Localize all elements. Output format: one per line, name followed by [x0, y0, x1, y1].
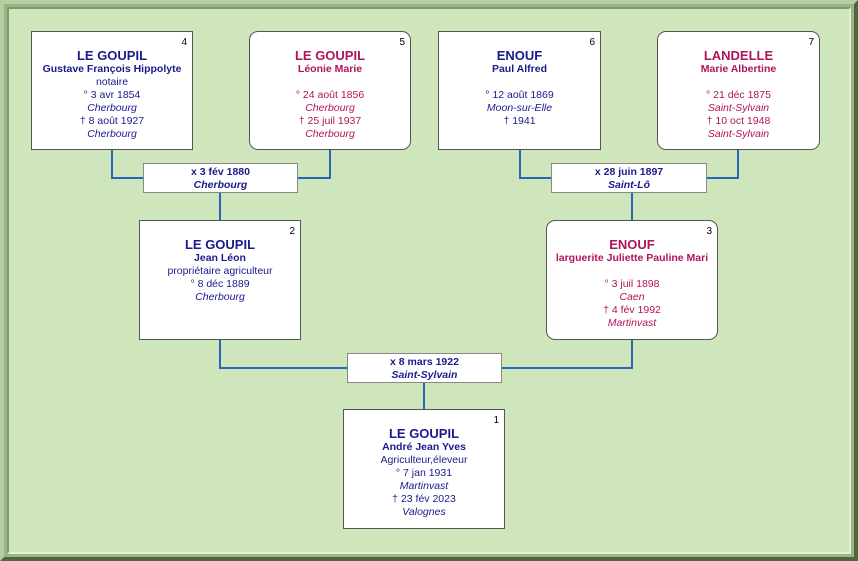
marriage-box[interactable]: x 3 fév 1880 Cherbourg — [143, 163, 298, 193]
birth-place: Cherbourg — [305, 102, 355, 114]
birth-date: ° 3 avr 1854 — [83, 89, 141, 101]
given-names: Léonie Marie — [297, 63, 363, 75]
spacer — [439, 76, 600, 89]
occupation: notaire — [95, 76, 129, 88]
sosa-number: 2 — [289, 226, 295, 237]
person-card-5[interactable]: 5 LE GOUPIL Léonie Marie ° 24 août 1856 … — [249, 31, 411, 150]
surname: LANDELLE — [703, 48, 774, 63]
person-card-6[interactable]: 6 ENOUF Paul Alfred ° 12 août 1869 Moon-… — [438, 31, 601, 150]
death-date: † 10 oct 1948 — [706, 115, 771, 127]
link-line — [111, 150, 143, 179]
link-line — [502, 340, 633, 369]
birth-place: Saint-Sylvain — [707, 102, 770, 114]
surname: LE GOUPIL — [388, 426, 460, 441]
birth-date: ° 24 août 1856 — [295, 89, 365, 101]
marriage-place: Saint-Lô — [608, 179, 650, 191]
surname: LE GOUPIL — [294, 48, 366, 63]
death-date: † 8 août 1927 — [79, 115, 145, 127]
given-names: Gustave François Hippolyte — [42, 63, 182, 75]
spacer — [547, 265, 717, 278]
birth-place: Cherbourg — [195, 291, 245, 303]
death-place: Cherbourg — [305, 128, 355, 140]
surname: LE GOUPIL — [184, 237, 256, 252]
person-card-2[interactable]: 2 LE GOUPIL Jean Léon propriétaire agric… — [139, 220, 301, 340]
occupation: Agriculteur,éleveur — [380, 454, 468, 466]
given-names: Jean Léon — [194, 252, 246, 264]
surname: ENOUF — [496, 48, 543, 63]
given-names: André Jean Yves — [382, 441, 466, 453]
surname: ENOUF — [609, 237, 655, 252]
birth-date: ° 7 jan 1931 — [395, 467, 453, 479]
birth-date: ° 21 déc 1875 — [706, 89, 771, 101]
birth-date: ° 8 déc 1889 — [190, 278, 250, 290]
sosa-number: 1 — [493, 415, 499, 426]
given-names: Paul Alfred — [491, 63, 548, 75]
death-date: † 4 fév 1992 — [603, 304, 661, 316]
person-card-3[interactable]: 3 ENOUF larguerite Juliette Pauline Mari… — [546, 220, 718, 340]
link-line — [707, 150, 739, 179]
sosa-number: 5 — [399, 37, 405, 48]
spacer — [658, 76, 819, 89]
death-date: † 1941 — [503, 115, 536, 127]
marriage-place: Cherbourg — [193, 179, 248, 191]
given-names: Marie Albertine — [700, 63, 777, 75]
person-card-7[interactable]: 7 LANDELLE Marie Albertine ° 21 déc 1875… — [657, 31, 820, 150]
birth-place: Cherbourg — [87, 102, 137, 114]
marriage-date: x 3 fév 1880 — [191, 166, 250, 178]
birth-date: ° 12 août 1869 — [485, 89, 554, 101]
death-place: Valognes — [402, 506, 446, 518]
marriage-date: x 8 mars 1922 — [390, 356, 459, 368]
death-date: † 23 fév 2023 — [392, 493, 456, 505]
sosa-number: 4 — [181, 37, 187, 48]
link-line — [298, 150, 331, 179]
birth-place: Martinvast — [399, 480, 449, 492]
sosa-number: 7 — [808, 37, 814, 48]
marriage-box[interactable]: x 28 juin 1897 Saint-Lô — [551, 163, 707, 193]
death-place: Cherbourg — [87, 128, 137, 140]
person-card-4[interactable]: 4 LE GOUPIL Gustave François Hippolyte n… — [31, 31, 193, 150]
sosa-number: 6 — [589, 37, 595, 48]
birth-place: Caen — [619, 291, 645, 303]
marriage-place: Saint-Sylvain — [391, 369, 458, 381]
occupation: propriétaire agriculteur — [167, 265, 273, 277]
spacer — [250, 76, 410, 89]
death-place: Martinvast — [607, 317, 657, 329]
death-date: † 25 juil 1937 — [298, 115, 362, 127]
given-names: larguerite Juliette Pauline Mari — [555, 252, 709, 264]
surname: LE GOUPIL — [76, 48, 148, 63]
birth-date: ° 3 juil 1898 — [604, 278, 660, 290]
sosa-number: 3 — [706, 226, 712, 237]
birth-place: Moon-sur-Elle — [486, 102, 553, 114]
link-line — [219, 340, 347, 369]
person-card-1[interactable]: 1 LE GOUPIL André Jean Yves Agriculteur,… — [343, 409, 505, 529]
death-place: Saint-Sylvain — [707, 128, 770, 140]
marriage-date: x 28 juin 1897 — [594, 166, 664, 178]
marriage-box[interactable]: x 8 mars 1922 Saint-Sylvain — [347, 353, 502, 383]
link-line — [519, 150, 551, 179]
